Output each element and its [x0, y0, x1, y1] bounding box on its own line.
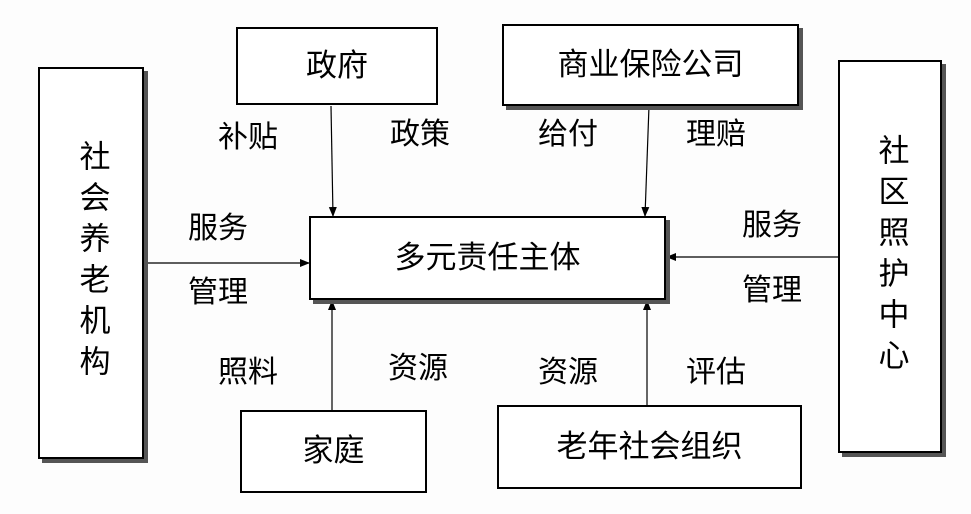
family-box: 家庭 [240, 410, 427, 493]
center-label: 多元责任主体 [394, 239, 581, 276]
edge-label-community-management: 管理 [742, 273, 802, 308]
edge-label-family-resources: 资源 [388, 351, 448, 386]
edge-label-care: 照料 [218, 355, 278, 390]
government-label: 政府 [306, 47, 368, 84]
edge-label-institution-service: 服务 [188, 211, 248, 246]
community-center-label: 社区照护中心 [872, 133, 909, 380]
elderly-org-label: 老年社会组织 [556, 428, 743, 465]
edge-label-institution-management: 管理 [188, 275, 248, 310]
family-label: 家庭 [302, 433, 365, 469]
government-box: 政府 [236, 27, 438, 105]
edge-label-community-service: 服务 [742, 208, 802, 243]
elderly-org-box: 老年社会组织 [497, 405, 802, 489]
arrow-government-to-center [328, 105, 337, 217]
edge-label-assessment: 评估 [686, 355, 746, 390]
insurance-label: 商业保险公司 [557, 46, 744, 83]
edge-label-policy: 政策 [390, 117, 450, 152]
arrow-insurance-to-center [641, 105, 650, 217]
elderly-institution-box: 社会养老机构 [38, 67, 144, 459]
edge-label-subsidy: 补贴 [218, 120, 278, 155]
community-center-box: 社区照护中心 [838, 60, 942, 453]
edge-label-org-resources: 资源 [538, 355, 598, 390]
center-box: 多元责任主体 [309, 216, 666, 300]
insurance-box: 商业保险公司 [502, 24, 799, 106]
edge-label-claims: 理赔 [686, 117, 746, 152]
elderly-institution-label: 社会养老机构 [73, 140, 110, 386]
edge-label-payment: 给付 [538, 117, 598, 152]
